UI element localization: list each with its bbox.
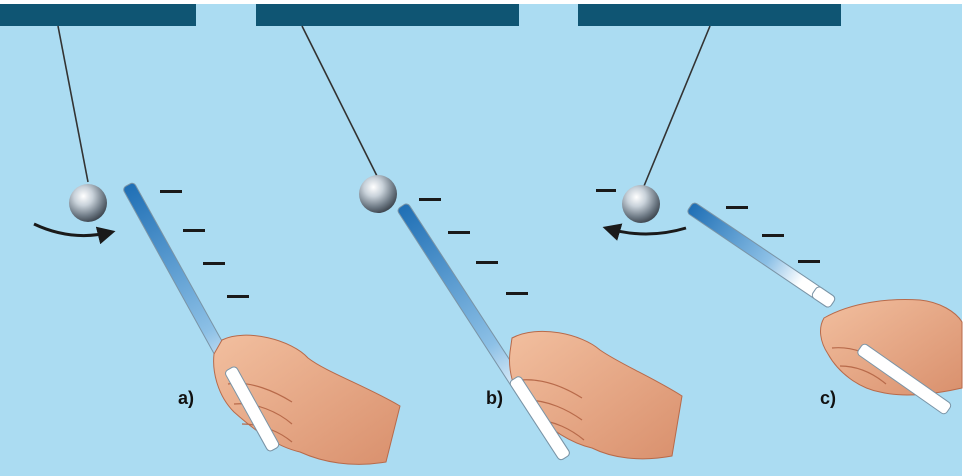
ball-b (359, 175, 397, 213)
minus-mark (160, 190, 182, 193)
minus-mark (762, 234, 784, 237)
ball-a (69, 184, 107, 222)
minus-mark (798, 260, 820, 263)
ball-charge-mark-c (596, 189, 616, 192)
right-white-strip (962, 0, 968, 476)
minus-mark (183, 229, 205, 232)
panel-label-a: a) (178, 388, 194, 408)
ball-c (622, 185, 660, 223)
ceiling-bar-b (256, 4, 519, 26)
panel-label-b: b) (486, 388, 503, 408)
minus-mark (506, 292, 528, 295)
minus-mark (476, 261, 498, 264)
minus-mark (448, 231, 470, 234)
minus-mark (227, 295, 249, 298)
top-white-strip (0, 0, 968, 4)
ceiling-bar-c (578, 4, 841, 26)
minus-mark (203, 262, 225, 265)
minus-mark (726, 206, 748, 209)
ceiling-bar-a (0, 4, 196, 26)
panel-label-c: c) (820, 388, 836, 408)
minus-mark (419, 198, 441, 201)
